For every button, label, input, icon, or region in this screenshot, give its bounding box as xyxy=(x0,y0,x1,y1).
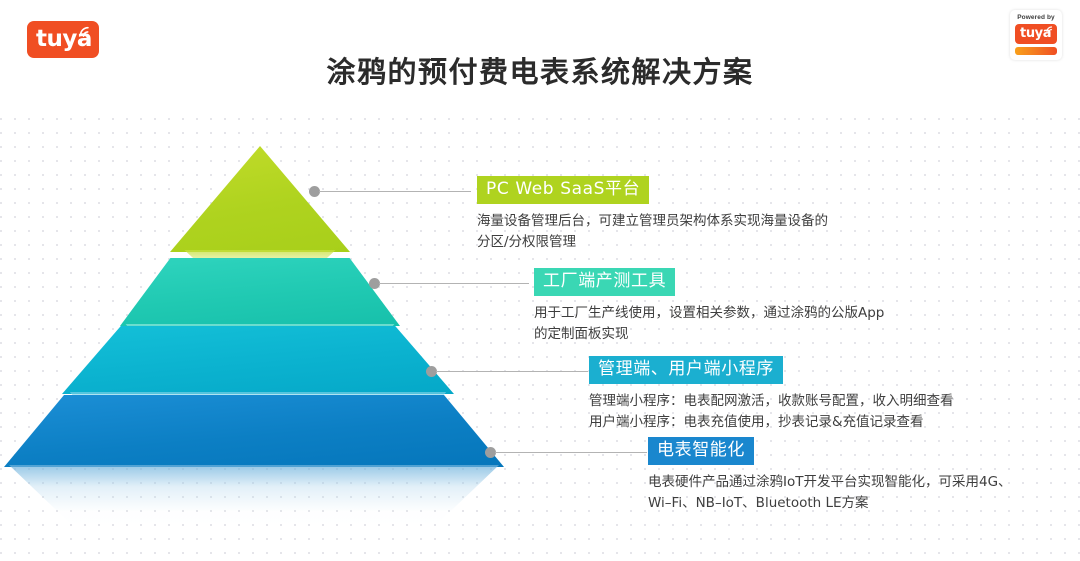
pyramid-tier-4-face xyxy=(4,395,504,467)
tier-label-2: 工厂端产测工具 xyxy=(534,268,676,296)
tier-description-3: 管理端小程序：电表配网激活，收款账号配置，收入明细查看 用户端小程序：电表充值使… xyxy=(589,391,954,433)
pyramid-tier-4 xyxy=(4,395,504,527)
tier-label-4: 电表智能化 xyxy=(648,437,754,465)
text-block-4: 电表智能化 电表硬件产品通过涂鸦IoT开发平台实现智能化，可采用4G、 Wi–F… xyxy=(648,437,1012,514)
pyramid-tier-1-face xyxy=(170,146,350,252)
powered-by-tuya-logo: tuya xyxy=(1015,24,1057,44)
pyramid-tier-1 xyxy=(170,146,350,280)
tier-description-1: 海量设备管理后台，可建立管理员架构体系实现海量设备的 分区/分权限管理 xyxy=(477,211,828,253)
tier-label-3: 管理端、用户端小程序 xyxy=(589,356,783,384)
text-block-3: 管理端、用户端小程序 管理端小程序：电表配网激活，收款账号配置，收入明细查看 用… xyxy=(589,356,954,433)
connector-stroke-2 xyxy=(379,283,529,284)
tier-description-2: 用于工厂生产线使用，设置相关参数，通过涂鸦的公版App 的定制面板实现 xyxy=(534,303,884,345)
powered-by-wifi-icon xyxy=(1046,26,1053,33)
pyramid-tier-2 xyxy=(120,258,400,352)
connector-dot-1 xyxy=(309,186,320,197)
pyramid-diagram xyxy=(0,130,504,530)
connector-dot-3 xyxy=(426,366,437,377)
tier-description-3-line-2: 用户端小程序：电表充值使用，抄表记录&充值记录查看 xyxy=(589,414,924,430)
powered-by-badge: Powered by tuya xyxy=(1010,10,1062,60)
text-block-1: PC Web SaaS平台 海量设备管理后台，可建立管理员架构体系实现海量设备的… xyxy=(477,176,828,253)
powered-by-logo-wordmark: tuya xyxy=(1020,26,1052,41)
tier-description-3-line-1: 管理端小程序：电表配网激活，收款账号配置，收入明细查看 xyxy=(589,393,954,409)
pyramid-tier-2-face xyxy=(120,258,400,326)
connector-dot-4 xyxy=(485,447,496,458)
tier-description-4-line-2: Wi–Fi、NB–IoT、Bluetooth LE方案 xyxy=(648,495,869,511)
powered-by-label: Powered by xyxy=(1017,14,1055,21)
wifi-signal-icon xyxy=(79,26,89,37)
tuya-logo: tuya xyxy=(27,21,99,58)
pyramid-tier-3-face xyxy=(62,326,454,394)
page-title: 涂鸦的预付费电表系统解决方案 xyxy=(326,55,754,89)
tier-description-2-line-2: 的定制面板实现 xyxy=(534,326,629,342)
connector-stroke-4 xyxy=(495,452,647,453)
tier-description-4-line-1: 电表硬件产品通过涂鸦IoT开发平台实现智能化，可采用4G、 xyxy=(648,474,1012,490)
pyramid-tier-3 xyxy=(62,326,454,420)
tier-description-1-line-2: 分区/分权限管理 xyxy=(477,234,577,250)
powered-by-gradient-bar xyxy=(1015,47,1057,55)
tier-label-1: PC Web SaaS平台 xyxy=(477,176,650,204)
tier-description-4: 电表硬件产品通过涂鸦IoT开发平台实现智能化，可采用4G、 Wi–Fi、NB–I… xyxy=(648,472,1012,514)
tier-description-1-line-1: 海量设备管理后台，可建立管理员架构体系实现海量设备的 xyxy=(477,213,828,229)
pyramid-tier-4-glow xyxy=(9,465,499,527)
connector-stroke-3 xyxy=(436,371,588,372)
tier-description-2-line-1: 用于工厂生产线使用，设置相关参数，通过涂鸦的公版App xyxy=(534,305,885,321)
connector-stroke-1 xyxy=(319,191,471,192)
text-block-2: 工厂端产测工具 用于工厂生产线使用，设置相关参数，通过涂鸦的公版App 的定制面… xyxy=(534,268,884,345)
connector-dot-2 xyxy=(369,278,380,289)
